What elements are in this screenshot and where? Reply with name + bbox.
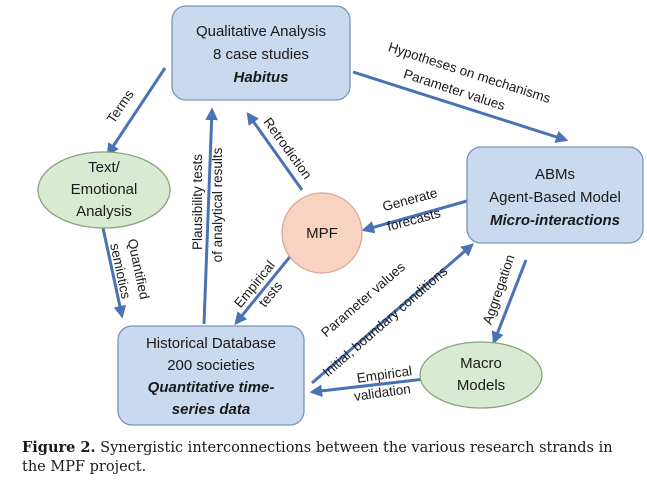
abms-line2: Agent-Based Model	[489, 189, 621, 206]
node-abms: ABMs Agent-Based Model Micro-interaction…	[466, 146, 644, 244]
mpf-label: MPF	[306, 225, 338, 242]
historical-line1: Historical Database	[146, 335, 276, 352]
macro-line1: Macro	[460, 355, 502, 372]
node-mpf: MPF	[281, 192, 363, 274]
arrows	[101, 67, 569, 398]
qualitative-line2: 8 case studies	[213, 46, 309, 63]
qualitative-line1: Qualitative Analysis	[196, 23, 326, 40]
figure-caption: Figure 2. Synergistic interconnections b…	[22, 438, 632, 477]
label-aggregation: Aggregation	[480, 253, 518, 327]
node-macro-models: Macro Models	[419, 341, 543, 409]
label-plausibility-line2: of analytical results	[210, 147, 225, 262]
historical-line3: Quantitative time-	[148, 379, 275, 396]
node-historical-database: Historical Database 200 societies Quanti…	[117, 325, 305, 426]
arrow-generate-forecasts	[361, 199, 468, 234]
arrow-quantified-semiotics	[101, 227, 127, 319]
node-text-emotional-analysis: Text/ Emotional Analysis	[37, 151, 171, 229]
arrow-empirical-tests	[234, 252, 295, 325]
historical-line4: series data	[172, 401, 250, 418]
arrow-hypotheses	[352, 70, 569, 143]
qualitative-line3: Habitus	[233, 69, 288, 86]
abms-line3: Micro-interactions	[490, 212, 620, 229]
text-line2: Emotional	[71, 181, 138, 198]
text-line1: Text/	[88, 159, 121, 176]
text-line3: Analysis	[76, 203, 132, 220]
arrow-aggregation	[491, 259, 528, 345]
arrow-parameter-values	[311, 243, 474, 385]
arrow-retrodiction	[246, 111, 304, 191]
arrow-plausibility	[202, 107, 218, 325]
caption-text: Synergistic interconnections between the…	[22, 440, 613, 475]
macro-line2: Models	[457, 377, 505, 394]
arrow-empirical-validation	[309, 377, 426, 398]
historical-line2: 200 societies	[167, 357, 255, 374]
abms-line1: ABMs	[535, 166, 575, 183]
arrow-terms	[106, 67, 167, 157]
node-qualitative-analysis: Qualitative Analysis 8 case studies Habi…	[171, 5, 351, 101]
label-plausibility-line1: Plausibility tests	[190, 154, 205, 250]
caption-label: Figure 2.	[22, 439, 96, 456]
